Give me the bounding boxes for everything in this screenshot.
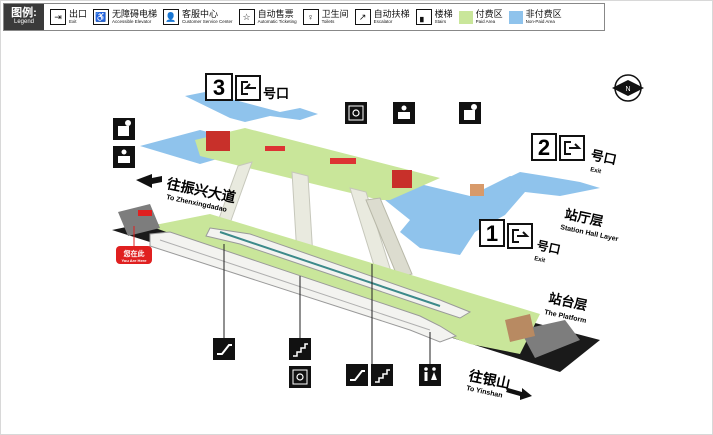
train-upper bbox=[205, 227, 472, 319]
stairs-icon: ▖ bbox=[415, 9, 432, 25]
exit-3-sign: 3 号口 bbox=[205, 73, 289, 101]
non-paid-area-east-hall bbox=[380, 172, 600, 255]
paid-area-hall bbox=[195, 128, 440, 200]
stairs-icon bbox=[289, 338, 311, 360]
exit-3-label: 号口 bbox=[263, 86, 289, 101]
compass-north-icon: N bbox=[612, 74, 644, 102]
stairs-icon bbox=[371, 364, 393, 386]
legend-label-en: Non-Paid Area bbox=[525, 19, 555, 24]
you-are-here-cn: 您在此 bbox=[124, 249, 145, 258]
legend-label-en: Customer Service Center bbox=[182, 19, 233, 24]
ticket-office-block bbox=[206, 131, 230, 151]
exit-1-number: 1 bbox=[486, 221, 498, 246]
you-are-here-marker-spot bbox=[138, 210, 152, 216]
legend-label-en: Stairs bbox=[434, 19, 447, 24]
ticket-machine-icon bbox=[459, 102, 481, 124]
exit-icon bbox=[564, 141, 571, 155]
exit-icon bbox=[241, 81, 248, 95]
legend-label-en: Paid Area bbox=[475, 19, 496, 24]
legend-label-en: Exit bbox=[69, 19, 77, 24]
you-are-here-en: You Are Here bbox=[122, 258, 148, 263]
legend-label-en: Toilets bbox=[321, 19, 335, 24]
customer-service-block bbox=[392, 170, 412, 188]
ticket-machine-icon bbox=[113, 118, 135, 140]
toilet-icon bbox=[419, 364, 441, 386]
escalator-icon bbox=[346, 364, 368, 386]
legend-label-cn: 出口 bbox=[69, 9, 88, 19]
accessible-elevator-icon: ♿ bbox=[93, 9, 110, 25]
paid-area-swatch bbox=[458, 10, 473, 24]
exit-2-label-en: Exit bbox=[590, 167, 602, 175]
exit-2-sign: 2 号口 Exit bbox=[531, 133, 618, 175]
legend-title-en: Legend bbox=[13, 19, 35, 25]
legend-title: 图例: Legend bbox=[4, 4, 44, 30]
customer-service-icon bbox=[393, 102, 415, 124]
turnstile-row-2 bbox=[265, 146, 285, 151]
paid-area-platform bbox=[150, 214, 540, 354]
arrow-left-icon bbox=[136, 174, 162, 188]
legend-label-cn: 楼梯 bbox=[434, 9, 453, 19]
legend-label-en: Escalator bbox=[373, 19, 393, 24]
accessible-elevator-icon bbox=[345, 102, 367, 124]
turnstile-row-1 bbox=[330, 158, 356, 164]
level-hall-en: Station Hall Layer bbox=[560, 224, 620, 243]
stairs-down-right bbox=[365, 197, 413, 279]
compass-label: N bbox=[625, 86, 630, 93]
level-platform-cn: 站台层 bbox=[547, 290, 588, 313]
legend-label-cn: 自动售票 bbox=[257, 9, 294, 19]
legend-label-cn: 自动扶梯 bbox=[373, 9, 410, 19]
train-lower bbox=[149, 231, 458, 343]
direction-east: 往银山 To Yinshan bbox=[466, 367, 532, 400]
toilet-icon: ♀ bbox=[302, 9, 319, 25]
legend-label-cn: 卫生间 bbox=[321, 9, 349, 19]
legend-label-cn: 付费区 bbox=[475, 9, 503, 19]
non-paid-area-swatch bbox=[508, 10, 523, 24]
platform-building-east bbox=[520, 320, 580, 358]
legend-label-en: Accessible Elevator bbox=[112, 19, 152, 24]
ticket-machine-icon: ☆ bbox=[238, 9, 255, 25]
you-are-here-badge: 您在此 You Are Here bbox=[116, 226, 152, 264]
exit-1-label: 号口 bbox=[535, 237, 562, 257]
non-paid-area-exit2 bbox=[482, 176, 530, 210]
exit-1-label-en: Exit bbox=[534, 256, 546, 264]
legend-title-cn: 图例: bbox=[11, 7, 37, 19]
platform-room-east bbox=[505, 314, 535, 342]
exit-1-sign: 1 号口 Exit bbox=[479, 219, 562, 264]
legend-label-cn: 客服中心 bbox=[182, 9, 219, 19]
customer-service-icon bbox=[113, 146, 135, 168]
accessible-elevator-icon bbox=[289, 366, 311, 388]
exit-2-number: 2 bbox=[538, 135, 550, 160]
escalator-icon: ↗ bbox=[354, 9, 371, 25]
legend-label-cn: 无障碍电梯 bbox=[112, 9, 158, 19]
exit-3-number: 3 bbox=[213, 75, 225, 100]
escalator-icon bbox=[213, 338, 235, 360]
exit-icon: ⇥ bbox=[50, 9, 66, 25]
arrow-right-icon bbox=[506, 388, 532, 400]
customer-service-icon: 👤 bbox=[163, 9, 180, 25]
legend-label-en: Automatic Ticketing bbox=[257, 19, 297, 24]
legend-label-cn: 非付费区 bbox=[525, 9, 562, 19]
exit-icon bbox=[512, 229, 519, 243]
exit-2-label: 号口 bbox=[589, 147, 618, 167]
stall-east bbox=[470, 184, 484, 196]
